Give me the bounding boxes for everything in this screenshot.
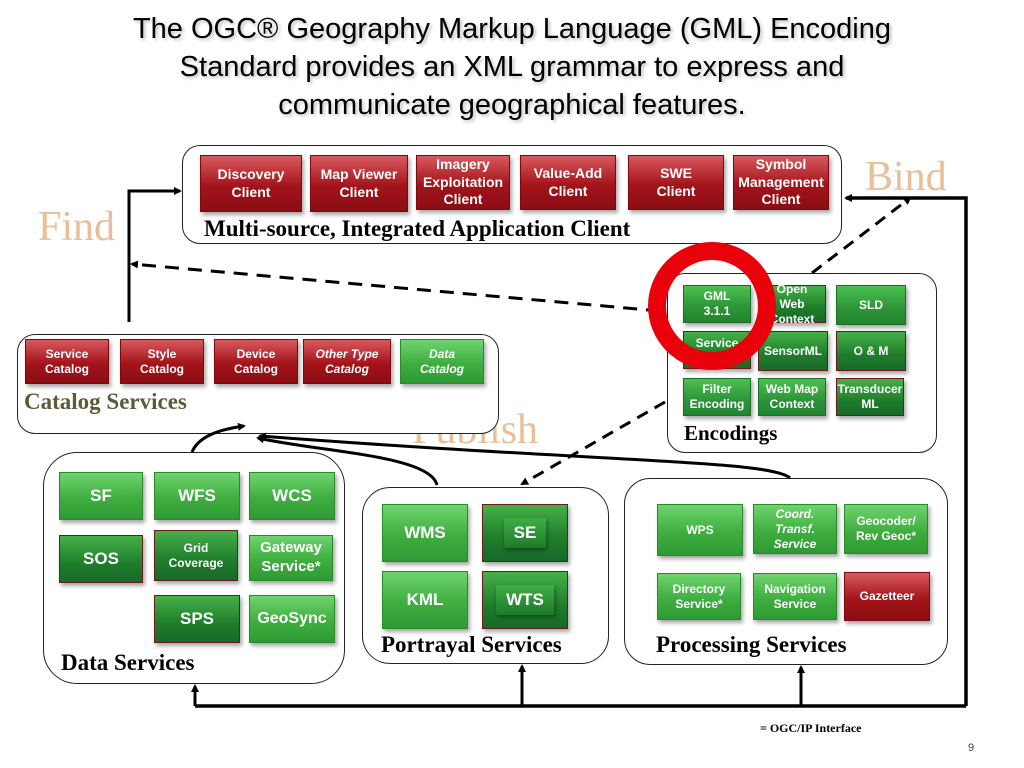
encodings-to-find-dashed-arrow xyxy=(130,260,661,313)
catalog-services-label: Catalog Services xyxy=(24,389,187,414)
slide-title: The OGC® Geography Markup Language (GML)… xyxy=(0,10,1024,124)
map-viewer-client-box[interactable]: Map Viewer Client xyxy=(310,155,408,212)
se-box[interactable]: SE xyxy=(482,504,568,562)
wms-box[interactable]: WMS xyxy=(382,504,468,562)
swe-client-box[interactable]: SWE Client xyxy=(628,155,724,210)
portrayal-services-label: Portrayal Services xyxy=(381,632,562,657)
service-encoding-box[interactable]: Service xyxy=(683,331,751,369)
o-and-m-box[interactable]: O & M xyxy=(836,331,906,371)
grid-coverage-box[interactable]: Grid Coverage xyxy=(154,530,238,581)
symbol-management-client-box[interactable]: Symbol Management Client xyxy=(733,155,829,210)
service-catalog-box[interactable]: Service Catalog xyxy=(25,339,109,384)
encodings-label: Encodings xyxy=(684,421,778,445)
wfs-box[interactable]: WFS xyxy=(154,472,240,520)
bind-label: Bind xyxy=(865,154,947,200)
gml-encoding-box[interactable]: GML 3.1.1 xyxy=(683,285,751,323)
directory-service-box[interactable]: Directory Service* xyxy=(657,573,741,620)
data-catalog-box[interactable]: Data Catalog xyxy=(400,339,484,384)
sensorml-box[interactable]: SensorML xyxy=(758,331,828,371)
processing-services-label: Processing Services xyxy=(656,632,847,657)
navigation-service-box[interactable]: Navigation Service xyxy=(753,573,837,620)
encodings-to-portrayal-dashed-arrow xyxy=(520,400,666,486)
wcs-box[interactable]: WCS xyxy=(249,472,335,520)
open-web-context-box[interactable]: Open Web Context xyxy=(758,282,826,326)
device-catalog-box[interactable]: Device Catalog xyxy=(214,339,298,384)
sos-box[interactable]: SOS xyxy=(59,535,143,583)
page-number: 9 xyxy=(968,742,975,754)
legend-ogc-ip-interface: = OGC/IP Interface xyxy=(760,721,862,735)
data-services-label: Data Services xyxy=(61,650,195,675)
value-add-client-box[interactable]: Value-Add Client xyxy=(520,155,616,210)
title-line-3: communicate geographical features. xyxy=(278,89,746,121)
sps-box[interactable]: SPS xyxy=(154,595,240,643)
application-client-label: Multi-source, Integrated Application Cli… xyxy=(204,216,631,241)
se-label: SE xyxy=(503,518,547,548)
sld-box[interactable]: SLD xyxy=(836,285,906,325)
other-type-catalog-box[interactable]: Other Type Catalog xyxy=(303,339,391,384)
wts-box[interactable]: WTS xyxy=(482,571,568,629)
coord-transf-service-box[interactable]: Coord. Transf. Service xyxy=(753,504,837,554)
wps-box[interactable]: WPS xyxy=(657,504,743,556)
gateway-service-box[interactable]: Gateway Service* xyxy=(249,535,333,581)
find-arrow xyxy=(127,187,182,322)
find-label: Find xyxy=(38,204,116,250)
style-catalog-box[interactable]: Style Catalog xyxy=(120,339,204,384)
gazetteer-box[interactable]: Gazetteer xyxy=(844,572,930,621)
kml-box[interactable]: KML xyxy=(382,571,468,629)
transducer-ml-box[interactable]: Transducer ML xyxy=(836,378,904,416)
wts-label: WTS xyxy=(496,585,554,615)
title-line-1: The OGC® Geography Markup Language (GML)… xyxy=(132,13,892,45)
imagery-exploitation-client-box[interactable]: Imagery Exploitation Client xyxy=(416,155,510,210)
title-line-2: Standard provides an XML grammar to expr… xyxy=(179,51,845,83)
discovery-client-box[interactable]: Discovery Client xyxy=(200,155,302,212)
web-map-context-box[interactable]: Web Map Context xyxy=(758,378,826,416)
filter-encoding-box[interactable]: Filter Encoding xyxy=(683,378,751,416)
geosync-box[interactable]: GeoSync xyxy=(249,595,335,643)
geocoder-box[interactable]: Geocoder/ Rev Geoc* xyxy=(844,504,928,554)
sf-box[interactable]: SF xyxy=(59,472,143,520)
